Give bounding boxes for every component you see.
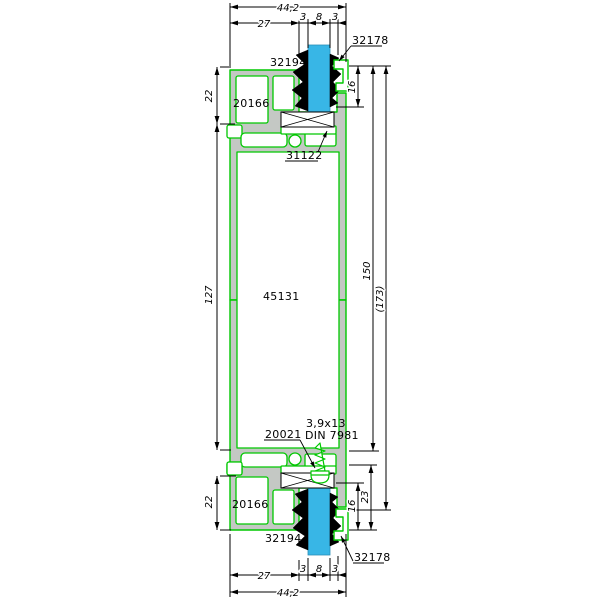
label-main-profile: 45131 [263, 290, 300, 303]
label-inner-gasket-bottom: 32194 [265, 532, 302, 545]
screw [310, 442, 330, 484]
dimensions-left: 22 127 22 [203, 66, 236, 531]
dim-text-glass-inset-bottom: 16 [347, 500, 358, 513]
label-glazing-bridge: 31122 [286, 149, 323, 162]
label-screw-standard: DIN 7981 [305, 429, 359, 442]
dim-text-inner-height: 150 [362, 261, 373, 280]
dim-text-gap-top: 3 [300, 12, 306, 23]
dim-text-gap-top: 3 [332, 12, 338, 23]
dimensions-top: 44,2 27 3 8 3 [229, 2, 347, 66]
dim-text-left-bottom: 22 [204, 496, 215, 509]
dim-text-glass-inset-top: 16 [347, 81, 358, 94]
dim-text-rebate: 23 [360, 491, 371, 504]
dim-text-glass-top: 8 [316, 12, 322, 23]
label-screw-size: 3,9x13 [306, 417, 346, 430]
leader-clamp-profile [299, 439, 316, 469]
dimensions-bottom: 27 3 8 3 44,2 [229, 534, 347, 600]
dim-text-left-top: 22 [204, 90, 215, 103]
label-outer-gasket-bottom: 32178 [354, 551, 391, 564]
leader-outer-gasket-top [338, 45, 352, 62]
dim-text-gap-bottom: 3 [300, 564, 306, 575]
dim-text-overall-height: (173) [375, 286, 386, 313]
leader-glazing-bridge [317, 130, 328, 153]
leader-outer-gasket-bottom [340, 535, 354, 562]
dimensions-right: 16 150 (173) 23 16 [336, 65, 391, 531]
part-labels: 20166 32194 32178 31122 45131 20021 3,9x… [232, 34, 391, 564]
label-inner-gasket-top: 32194 [270, 56, 307, 69]
screw-head [310, 470, 330, 484]
dim-text-offset-top: 27 [258, 19, 271, 30]
dim-text-glass-bottom: 8 [316, 564, 322, 575]
label-bottom-profile: 20166 [232, 498, 269, 511]
dim-text-gap-bottom: 3 [332, 564, 338, 575]
dim-text-offset-bottom: 27 [258, 571, 271, 582]
dim-text-overall-top: 44,2 [277, 3, 299, 14]
dim-text-left-cavity: 127 [204, 285, 215, 305]
clip-notch [226, 461, 243, 476]
profile-geometry [226, 44, 349, 556]
label-top-profile: 20166 [233, 97, 270, 110]
label-outer-gasket-top: 32178 [352, 34, 389, 47]
dim-text-overall-bottom: 44,2 [277, 588, 299, 599]
label-clamp-profile: 20021 [265, 428, 302, 441]
mullion-main-cavity [236, 151, 340, 449]
